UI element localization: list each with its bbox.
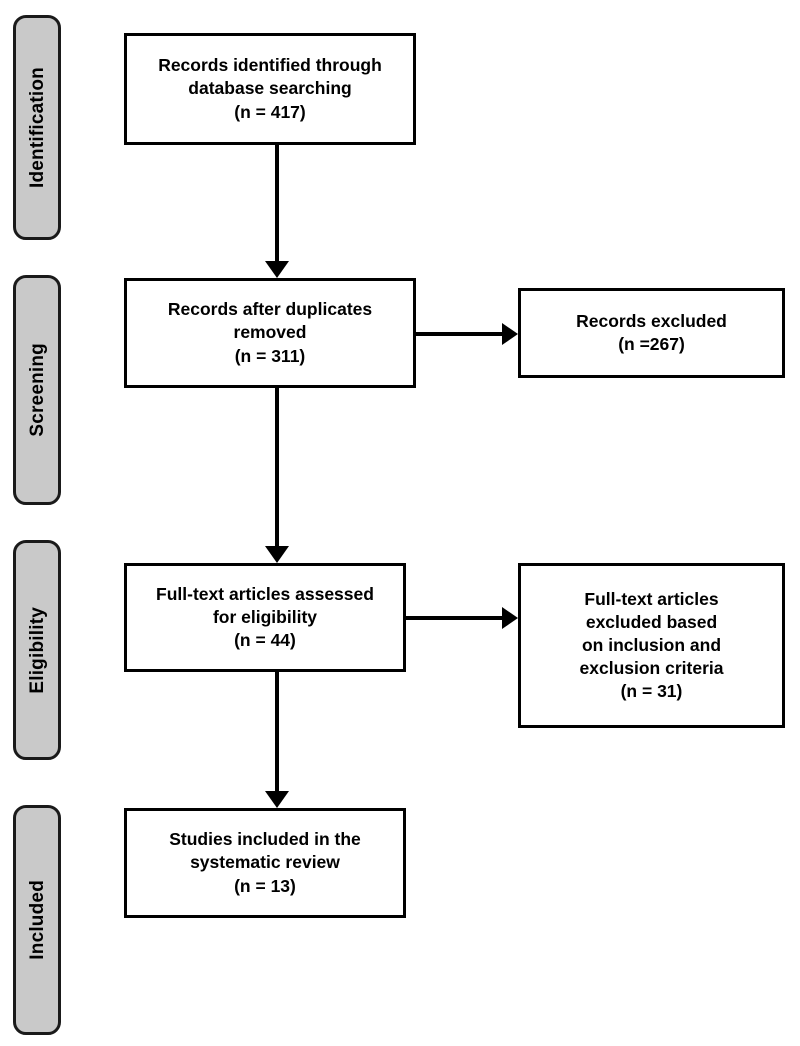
connector-line-duplicates-to-fulltext: [275, 388, 279, 546]
box-records-after-duplicates-removed: Records after duplicates removed (n = 31…: [124, 278, 416, 388]
box-text-line: exclusion criteria: [579, 658, 724, 679]
box-fulltext-articles-excluded: Full-text articles excluded based on inc…: [518, 563, 785, 728]
connector-line-identified-to-duplicates: [275, 145, 279, 261]
box-text-line: Full-text articles assessed: [156, 583, 374, 604]
stage-label-included: Included: [26, 880, 48, 960]
arrowhead-down-icon: [265, 261, 289, 278]
box-text-line: removed: [233, 322, 307, 343]
connector-line-fulltext-to-fulltext-excluded: [404, 616, 504, 620]
box-text-line: for eligibility: [212, 606, 318, 627]
box-count: (n = 13): [234, 875, 296, 896]
box-text-line: Records after duplicates: [167, 299, 373, 320]
stage-pill-included: Included: [13, 805, 61, 1035]
box-count: (n = 44): [234, 630, 296, 651]
box-studies-included: Studies included in the systematic revie…: [124, 808, 406, 918]
box-text-line: excluded based: [585, 611, 718, 632]
stage-label-eligibility: Eligibility: [26, 606, 48, 694]
stage-pill-screening: Screening: [13, 275, 61, 505]
box-text-line: database searching: [188, 78, 352, 99]
stage-pill-eligibility: Eligibility: [13, 540, 61, 760]
box-text-line: Records identified through: [158, 55, 382, 76]
connector-line-fulltext-to-included: [275, 672, 279, 791]
arrowhead-down-icon: [265, 546, 289, 563]
box-fulltext-articles-assessed: Full-text articles assessed for eligibil…: [124, 563, 406, 672]
box-text-line: systematic review: [190, 852, 340, 873]
box-records-excluded: Records excluded (n =267): [518, 288, 785, 378]
stage-pill-identification: Identification: [13, 15, 61, 240]
arrowhead-down-icon: [265, 791, 289, 808]
box-count: (n =267): [618, 334, 685, 354]
stage-label-screening: Screening: [26, 343, 48, 437]
connector-line-duplicates-to-records-excluded: [414, 332, 504, 336]
box-records-identified: Records identified through database sear…: [124, 33, 416, 145]
box-text-line: Records excluded: [576, 310, 727, 331]
box-text-line: Full-text articles: [584, 588, 719, 609]
stage-label-identification: Identification: [26, 66, 48, 189]
arrowhead-right-icon: [502, 607, 518, 629]
box-count: (n = 31): [620, 681, 683, 702]
arrowhead-right-icon: [502, 323, 518, 345]
box-count: (n = 311): [234, 345, 306, 366]
box-text-line: on inclusion and: [581, 634, 722, 655]
box-text-line: Studies included in the: [169, 829, 361, 850]
box-count: (n = 417): [234, 101, 306, 122]
